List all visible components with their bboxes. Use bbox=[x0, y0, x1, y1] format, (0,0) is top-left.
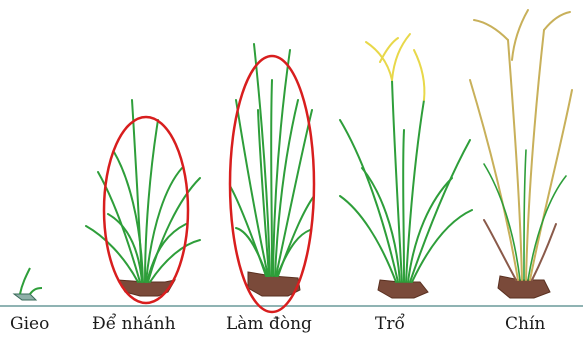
stage-label-de-nhanh: Để nhánh bbox=[92, 314, 176, 334]
stage-label-gieo: Gieo bbox=[10, 314, 49, 334]
plant-chin bbox=[470, 10, 572, 298]
plant-lam-dong bbox=[230, 44, 314, 296]
plant-gieo-seedling bbox=[14, 268, 42, 300]
plant-tro bbox=[340, 34, 472, 298]
stage-label-chin: Chín bbox=[505, 314, 545, 334]
stage-label-tro: Trổ bbox=[375, 314, 405, 334]
stage-label-lam-dong: Làm đòng bbox=[226, 314, 312, 334]
